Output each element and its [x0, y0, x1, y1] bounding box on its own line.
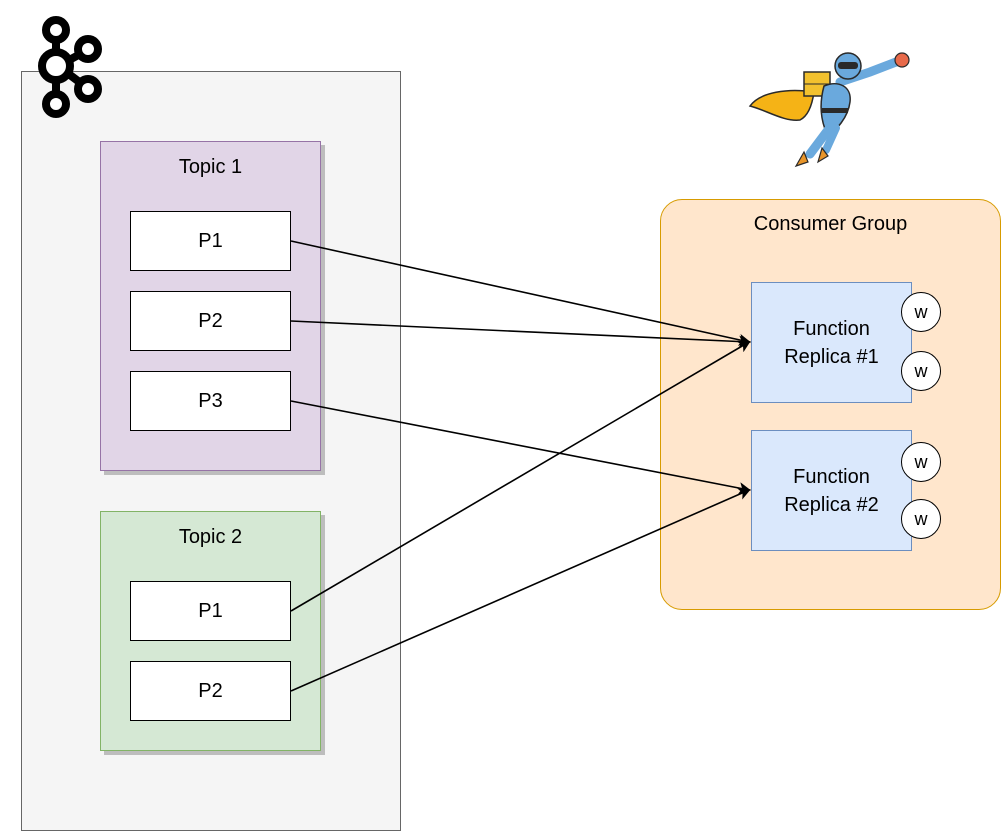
partition-label: P1 — [198, 229, 223, 252]
partition-box: P3 — [130, 371, 291, 431]
partition-box: P1 — [130, 211, 291, 271]
worker-circle: w — [901, 442, 941, 482]
arrow-topic1-p3-to-replica2 — [290, 400, 751, 494]
function-replica-box: Function Replica #2 — [751, 430, 912, 551]
partition-label: P1 — [198, 599, 223, 622]
kafka-logo-icon — [38, 16, 102, 118]
consumer-group-title: Consumer Group — [753, 213, 908, 235]
worker-circle: w — [901, 351, 941, 391]
partition-box: P2 — [130, 291, 291, 351]
partition-label: P2 — [198, 309, 223, 332]
flying-superhero-mascot-icon — [748, 52, 910, 168]
worker-label: w — [914, 451, 928, 472]
partition-label: P3 — [198, 389, 223, 412]
arrow-topic1-p2-to-replica1 — [290, 320, 751, 348]
worker-label: w — [914, 508, 928, 529]
function-replica-box: Function Replica #1 — [751, 282, 912, 403]
topic-title: Topic 2 — [178, 526, 243, 548]
partition-label: P2 — [198, 679, 223, 702]
function-replica-label: Function Replica #2 — [784, 465, 879, 516]
worker-label: w — [914, 360, 928, 381]
topic-title: Topic 1 — [178, 156, 243, 178]
worker-circle: w — [901, 292, 941, 332]
partition-box: P1 — [130, 581, 291, 641]
worker-circle: w — [901, 499, 941, 539]
arrow-topic1-p1-to-replica1 — [290, 240, 751, 346]
function-replica-label: Function Replica #1 — [784, 317, 879, 368]
arrow-topic2-p2-to-replica2 — [290, 488, 751, 692]
partition-box: P2 — [130, 661, 291, 721]
arrow-topic2-p1-to-replica1 — [290, 340, 751, 612]
worker-label: w — [914, 301, 928, 322]
